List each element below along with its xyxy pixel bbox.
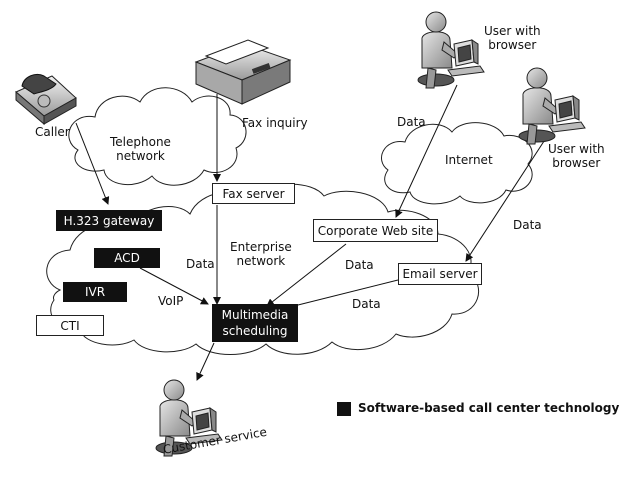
caller-label: Caller <box>35 125 70 139</box>
internet-label: Internet <box>445 153 493 167</box>
telephone-icon <box>15 73 77 126</box>
cti-box: CTI <box>36 315 104 336</box>
legend-swatch <box>337 402 351 416</box>
edge-label-data-user-right: Data <box>513 218 542 232</box>
edge-label-data-web: Data <box>345 258 374 272</box>
edge-label-data-fax: Data <box>186 257 215 271</box>
edge-label-voip: VoIP <box>158 294 184 308</box>
edge-acd-to-multimedia <box>139 267 209 305</box>
edge-label-data-user-top: Data <box>397 115 426 129</box>
user-at-computer-icon <box>518 67 586 145</box>
enterprise-network-label: Enterprise network <box>230 240 292 268</box>
user-right-label: User with browser <box>548 142 605 170</box>
fax-machine-icon <box>194 39 292 105</box>
email-server-box: Email server <box>398 263 482 285</box>
telephone-network-label: Telephone network <box>110 135 171 163</box>
edge-caller-to-h323 <box>75 122 110 205</box>
corporate-web-site-box: Corporate Web site <box>313 219 438 242</box>
user-at-computer-icon <box>417 11 485 89</box>
internet-cloud <box>381 122 533 205</box>
telephone-network-cloud <box>68 87 247 186</box>
user-at-computer-icon <box>155 379 223 457</box>
edge-webserver-to-multimedia <box>266 243 347 307</box>
fax-inquiry-label: Fax inquiry <box>242 116 308 130</box>
legend-label: Software-based call center technology <box>358 401 620 415</box>
fax-server-box: Fax server <box>212 183 295 204</box>
user-top-label: User with browser <box>484 24 541 52</box>
h323-gateway-box: H.323 gateway <box>56 210 162 231</box>
edge-usertop-to-website <box>395 84 458 218</box>
ivr-box: IVR <box>63 282 127 302</box>
multimedia-scheduling-box: Multimedia scheduling <box>212 304 298 342</box>
edge-userright-to-email <box>465 134 549 262</box>
edge-multimedia-to-customer <box>196 342 215 381</box>
acd-box: ACD <box>94 248 160 268</box>
edge-label-data-email: Data <box>352 297 381 311</box>
